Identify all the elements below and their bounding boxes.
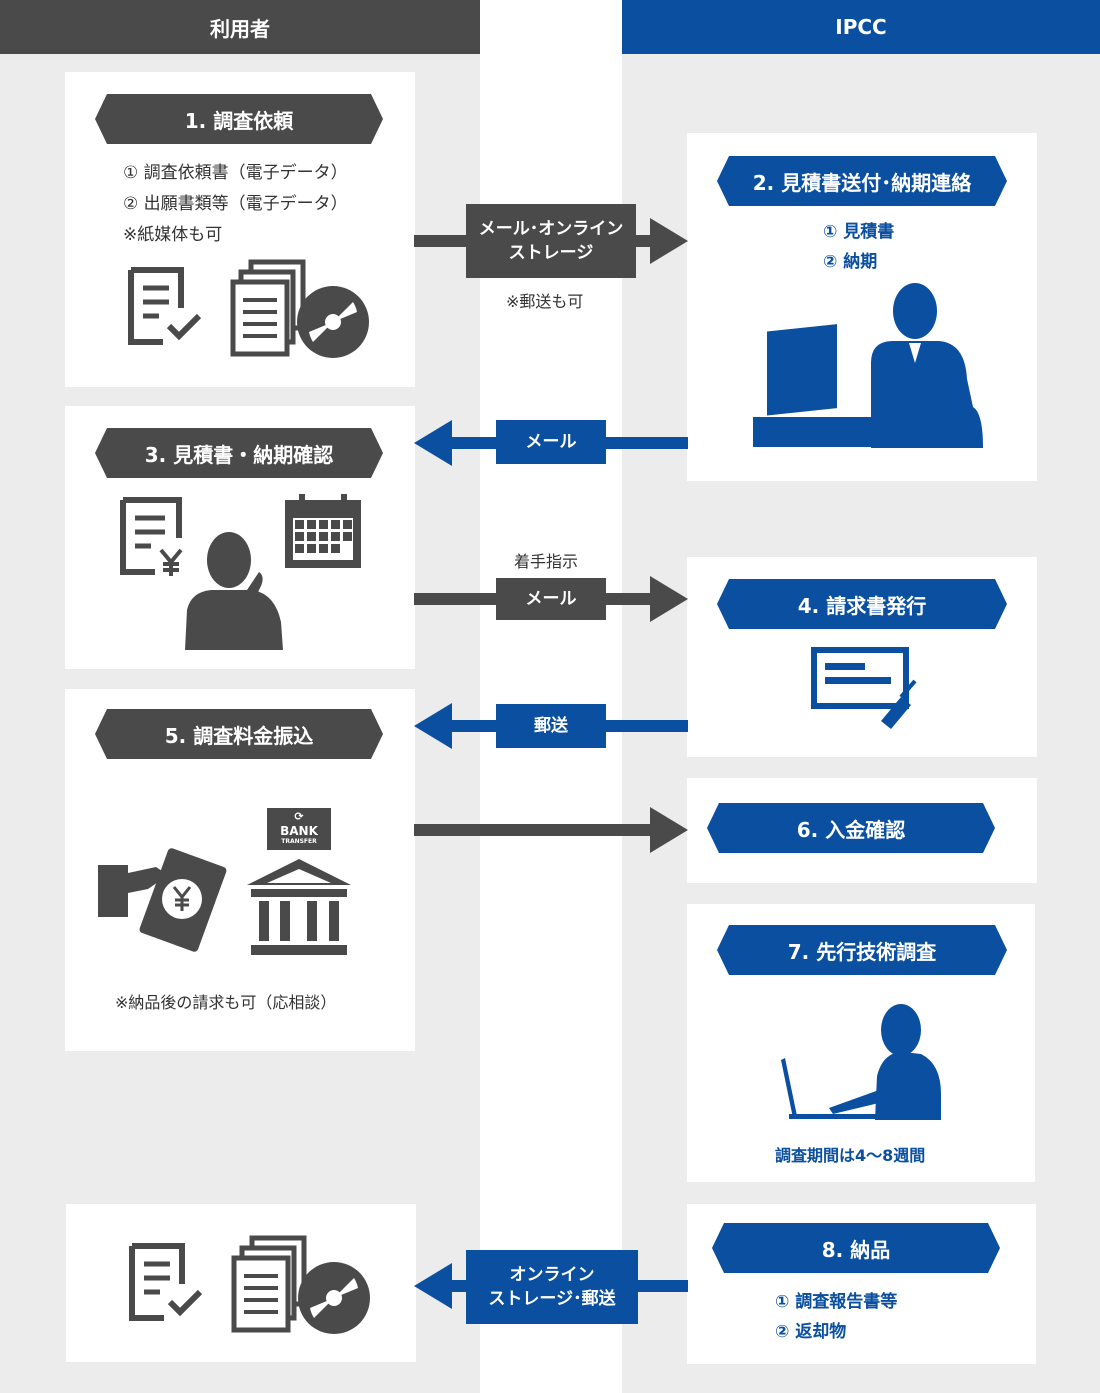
person-laptop-icon [781,1004,941,1120]
bank-transfer-sign: ⟳ BANK TRANSFER [267,808,331,850]
step2-title: 2. 見積書送付･納期連絡 [717,156,1007,206]
bank-building-icon [247,859,351,955]
step6-card: 6. 入金確認 [687,778,1037,883]
bank-sub-label: TRANSFER [281,838,317,845]
documents-disc-icon [230,259,369,358]
step6-title: 6. 入金確認 [707,803,995,853]
step5-title: 5. 調査料金振込 [95,709,383,759]
step1-item: ※紙媒体も可 [123,225,223,245]
delivery-received-card [66,1204,416,1362]
step4-title: 4. 請求書発行 [717,579,1007,629]
documents-disc-icon [231,1235,370,1334]
arrow3-note: 着手指示 [514,552,579,571]
step5-note: ※納品後の請求も可（応相談） [115,993,337,1012]
step2-item: ② 納期 [823,252,878,272]
arrow-payment-right [414,807,688,853]
step2-items: ① 見積書 ② 納期 [823,217,894,277]
step3-title: 3. 見積書・納期確認 [95,428,383,478]
thinking-person-icon [185,532,283,650]
document-check-icon [129,1243,203,1321]
arrow3-label: メール [496,578,606,620]
payment-hand-icon [98,848,227,952]
step2-card: 2. 見積書送付･納期連絡 ① 見積書 ② 納期 [687,133,1037,481]
arrow1-label: メール･オンライン ストレージ [466,204,636,278]
bank-arrows-icon: ⟳ [294,810,304,823]
step8-card: 8. 納品 ① 調査報告書等 ② 返却物 [687,1204,1036,1364]
step1-title: 1. 調査依頼 [95,94,383,144]
arrow6-label-line: オンライン [509,1265,595,1285]
step8-items: ① 調査報告書等 ② 返却物 [775,1287,897,1347]
arrow1-label-line: ストレージ [508,243,594,263]
arrow2-label: メール [496,420,606,464]
step8-item: ② 返却物 [775,1322,847,1342]
step2-item: ① 見積書 [823,222,895,242]
invoice-yen-icon [120,497,183,576]
calendar-icon [285,494,361,568]
step1-card: 1. 調査依頼 ① 調査依頼書（電子データ） ② 出願書類等（電子データ） ※紙… [65,72,415,387]
invoice-pen-icon [811,647,917,729]
bank-label: BANK [280,824,318,838]
step8-title: 8. 納品 [712,1223,1000,1273]
step1-items: ① 調査依頼書（電子データ） ② 出願書類等（電子データ） ※紙媒体も可 [123,158,348,251]
user-column-header: 利用者 [0,0,480,54]
step1-item: ② 出願書類等（電子データ） [123,194,348,214]
step1-item: ① 調査依頼書（電子データ） [123,163,348,183]
arrow1-note: ※郵送も可 [506,292,584,311]
document-check-icon [128,267,202,345]
arrow6-label-line: ストレージ･郵送 [488,1289,616,1309]
arrow6-label: オンライン ストレージ･郵送 [466,1250,638,1324]
step3-card: 3. 見積書・納期確認 [65,406,415,669]
step5-card: 5. 調査料金振込 ⟳ BANK TRANSFER ※納品後の請求も可（応相談） [65,689,415,1051]
step7-title: 7. 先行技術調査 [717,925,1007,975]
step7-card: 7. 先行技術調査 調査期間は4～8週間 [687,904,1035,1182]
arrow4-label: 郵送 [496,704,606,748]
step7-note: 調査期間は4～8週間 [775,1146,926,1165]
ipcc-column-header: IPCC [622,0,1100,54]
arrow1-label-line: メール･オンライン [478,219,624,239]
step8-item: ① 調査報告書等 [775,1292,898,1312]
businessman-computer-icon [753,283,983,448]
step4-card: 4. 請求書発行 [687,557,1037,757]
